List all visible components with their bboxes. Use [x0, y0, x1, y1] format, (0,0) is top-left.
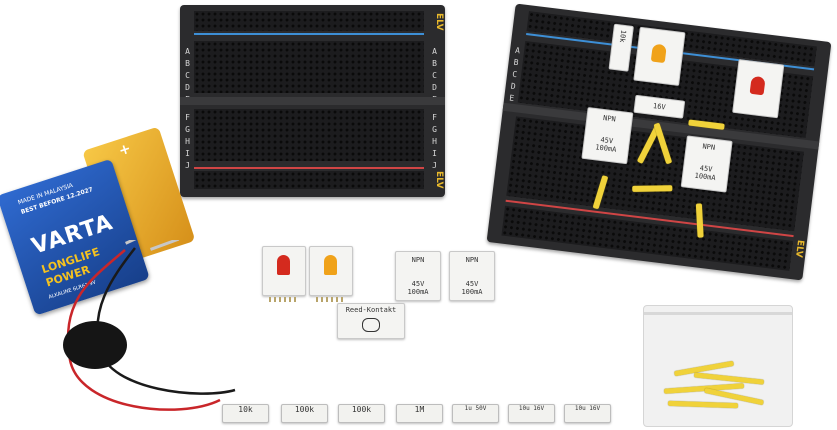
brand-logo-bottom: ELV	[434, 171, 444, 189]
breadboard-right: ABCDE ELV 10k 16V NPN 45V 100mA NPN 45V …	[486, 3, 832, 281]
board-npn-module-1: NPN 45V 100mA	[581, 107, 634, 165]
npn-rating-2: 100mA	[407, 288, 429, 296]
npn-label: NPN	[465, 256, 479, 264]
bag-jumper	[693, 372, 765, 385]
wire-black	[96, 247, 236, 395]
npn-label: NPN	[411, 256, 425, 264]
wire-red	[66, 249, 221, 411]
resistor-module-1: 10k	[222, 404, 269, 423]
led-red-icon	[749, 75, 766, 96]
row-labels-left-top: ABCDE	[183, 47, 192, 107]
brand-logo-right: ELV	[793, 239, 806, 259]
terminal-strip-bottom	[194, 109, 424, 161]
led-orange-icon	[324, 255, 337, 275]
resistor-value: 100k	[294, 405, 315, 414]
capacitor-value: 10u 16V	[574, 405, 601, 412]
npn-label: NPN	[602, 114, 617, 124]
battery-snap-clip	[63, 321, 127, 369]
board-cap-label: 16V	[652, 102, 667, 112]
resistor-value: 10k	[238, 405, 253, 414]
wire-pin-2	[150, 240, 180, 251]
bag-seal	[644, 312, 792, 315]
reed-symbol-icon	[362, 318, 380, 332]
board-npn-module-2: NPN 45V 100mA	[680, 135, 733, 193]
board-led-orange-module	[633, 26, 686, 87]
capacitor-module-1: 1u 50V	[452, 404, 499, 423]
row-labels-right-bottom: FGHIJ	[430, 113, 439, 173]
resistor-module-3: 100k	[338, 404, 385, 423]
led-red-module	[262, 246, 306, 302]
wire-pin-1	[125, 240, 154, 245]
reed-label: Reed-Kontakt	[345, 306, 397, 314]
capacitor-value: 1u 50V	[464, 405, 487, 412]
bag-jumper	[667, 400, 739, 409]
module-pins	[269, 297, 299, 302]
jumper-4	[632, 185, 673, 192]
rail-line-red-bottom	[194, 167, 424, 169]
npn-rating-1: 45V	[465, 280, 479, 288]
npn-rating-1: 45V	[411, 280, 425, 288]
resistor-value: 1M	[414, 405, 425, 414]
board-led-red-module	[732, 59, 785, 119]
npn-module-2: NPN 45V 100mA	[449, 251, 495, 301]
resistor-value: 100k	[351, 405, 372, 414]
rail-line-blue-top	[194, 33, 424, 35]
battery-clip-wires	[63, 240, 236, 411]
led-red-icon	[277, 255, 290, 275]
center-channel	[180, 97, 445, 105]
reed-contact-module: Reed-Kontakt	[337, 303, 405, 339]
terminal-strip-top	[194, 41, 424, 93]
led-orange-icon	[650, 43, 667, 64]
row-labels-left-bottom: FGHIJ	[183, 113, 192, 173]
resistor-module-2: 100k	[281, 404, 328, 423]
breadboard-left: ABCDE ABCDE FGHIJ FGHIJ ELV ELV	[180, 5, 445, 197]
board-resistor-label: 10k	[617, 29, 628, 43]
led-orange-module	[309, 246, 353, 302]
power-rail-top	[194, 11, 424, 31]
capacitor-value: 10u 16V	[518, 405, 545, 412]
power-rail-bottom	[194, 171, 424, 189]
npn-rating-2: 100mA	[461, 288, 483, 296]
npn-label: NPN	[701, 142, 716, 152]
capacitor-module-3: 10u 16V	[564, 404, 611, 423]
capacitor-module-2: 10u 16V	[508, 404, 555, 423]
brand-logo-top: ELV	[434, 13, 444, 31]
npn-module-1: NPN 45V 100mA	[395, 251, 441, 301]
jumper-bag	[643, 305, 793, 427]
module-pins	[316, 297, 346, 302]
row-labels-right-top: ABCDE	[430, 47, 439, 107]
resistor-module-4: 1M	[396, 404, 443, 423]
